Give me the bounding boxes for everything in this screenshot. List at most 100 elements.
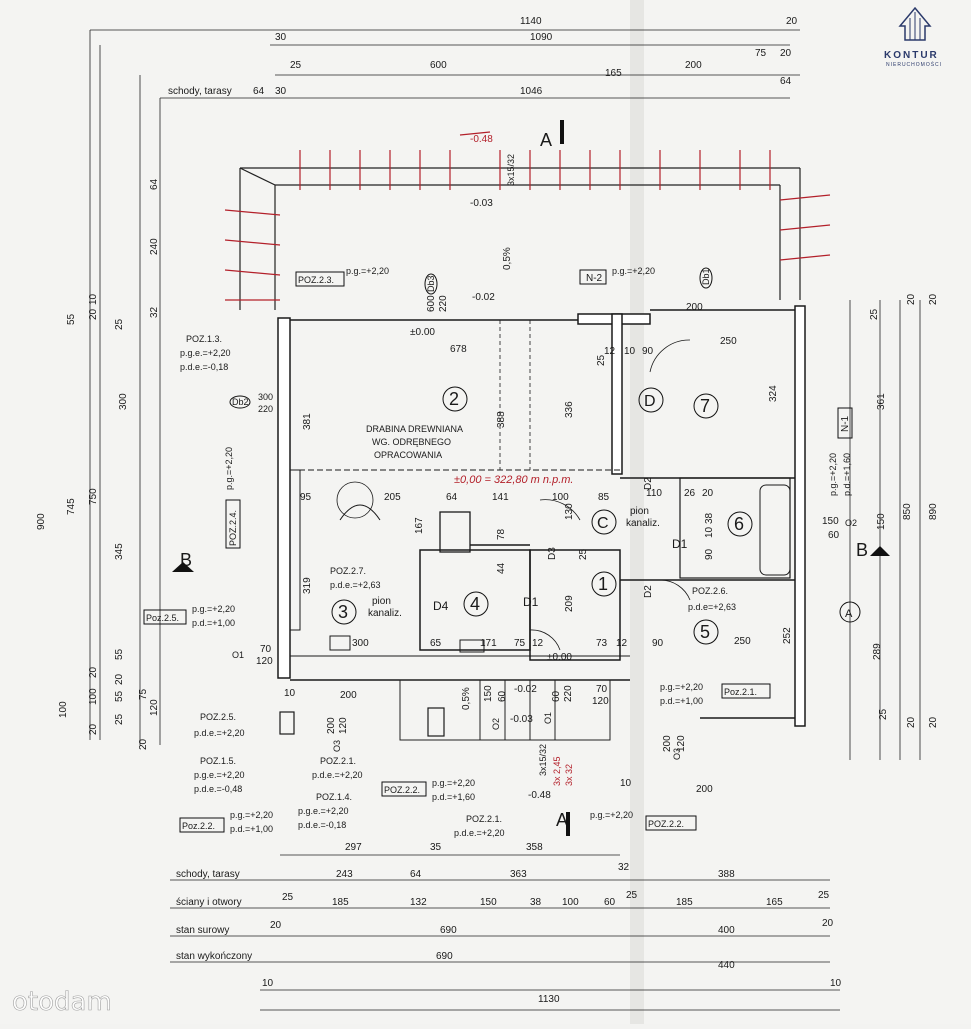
row1-label: schody, tarasy [176,869,240,880]
bdim-35: 35 [430,842,442,853]
window-O1b: O1 [543,712,553,724]
poz21a-pde: p.d.e.=+2,20 [312,770,363,780]
top-dimension-lines [89,29,800,745]
walls [277,305,806,737]
poz22a-pg: p.g.=+2,20 [230,810,273,820]
window-O1: O1 [232,650,244,660]
idim-319: 319 [302,577,313,594]
door-D3: D3 [547,547,558,560]
idim-252: 252 [782,627,793,644]
note-kanaliz-1: kanaliz. [368,608,402,619]
dim-v20: 20 [88,308,99,320]
dim-v25b: 25 [114,713,125,725]
idim-120c: 120 [338,717,349,734]
poz26-tag: POZ.2.6. [692,586,728,596]
idim-250b: 250 [734,636,751,647]
poz22c-tag: POZ.2.2. [648,819,684,829]
idim-38: 38 [704,512,715,524]
row2-label: ściany i otwory [176,897,242,908]
room-3-label: 3 [338,602,348,622]
note-drabina-3: OPRACOWANIA [374,450,442,460]
dim-25: 25 [290,60,302,71]
room-2-label: 2 [449,389,459,409]
poz25-pg: p.g.=+2,20 [192,604,235,614]
idim-171: 171 [480,638,497,649]
poz25b-pde: p.d.e.=+2,20 [194,728,245,738]
idim-110: 110 [646,488,662,499]
idim-100: 100 [552,492,569,503]
dim-v32: 32 [149,306,160,318]
idim-200-top: 200 [686,302,703,313]
window-Db2: Db2 [232,397,249,407]
level-minus002-top: -0.02 [472,292,495,303]
row1-363: 363 [510,869,527,880]
idim-150b: 150 [822,516,839,527]
window-O2b: O2 [491,718,501,730]
idim-90c: 90 [652,638,664,649]
poz233-tag: POZ.2.3. [298,275,334,285]
idim-25a: 25 [578,548,589,560]
idim-65: 65 [430,638,442,649]
dim-20b: 20 [780,48,792,59]
row1-32: 32 [618,862,630,873]
idim-26: 26 [684,488,696,499]
row3-label: stan surowy [176,925,229,936]
poz14-pde: p.d.e.=-0,18 [298,820,346,830]
level-minus003-b: -0.03 [510,714,533,725]
poz22b-pd: p.d.=+1,60 [432,792,475,802]
idim-120b: 120 [592,696,609,707]
level-minus002-b: -0.02 [514,684,537,695]
dim-v20b: 20 [88,666,99,678]
row4-690: 690 [436,951,453,962]
poz14-tag: POZ.1.4. [316,792,352,802]
dim-v745: 745 [66,498,77,515]
idim-12c: 12 [616,638,628,649]
idim-73: 73 [596,638,608,649]
idim-70a: 70 [260,644,272,655]
idim-60c: 60 [828,530,840,541]
dim-v64: 64 [149,178,160,190]
bdim-358: 358 [526,842,543,853]
row3-690: 690 [440,925,457,936]
door-D2b: D2 [643,585,654,598]
poz13-pge: p.g.e.=+2,20 [180,348,231,358]
idim-60b: 60 [551,690,562,702]
dim-r150: 150 [876,513,887,530]
door-D2: D2 [643,477,654,490]
idim-336: 336 [564,401,575,418]
dim-v300: 300 [118,393,129,410]
poz15-pde: p.d.e.=-0,48 [194,784,242,794]
idim-220b: 220 [438,295,449,312]
marker-C: C [597,515,609,532]
poz15-tag: POZ.1.5. [200,756,236,766]
door-D4: D4 [433,599,449,613]
note-drabina-1: DRABINA DREWNIANA [366,424,463,434]
dim-64b: 64 [780,76,792,87]
dim-30b: 30 [275,86,287,97]
poz24-pg: p.g.=+2,20 [224,447,234,490]
poz26-pde: p.d.e=+2,63 [688,602,736,612]
dim-v100b: 100 [88,688,99,705]
section-marker-A-top: A [540,130,552,150]
idim-90a: 90 [642,346,654,357]
poz233-pg: p.g.=+2,20 [346,266,389,276]
note-red-level: ±0,00 = 322,80 m n.p.m. [454,474,573,486]
row3-20a: 20 [270,920,282,931]
window-N2: N-2 [586,273,603,284]
dim-v75: 75 [138,688,149,700]
window-O3: O3 [332,740,342,752]
row3-400: 400 [718,925,735,936]
row2-25a: 25 [282,892,294,903]
row2-25b: 25 [626,890,638,901]
idim-209: 209 [564,595,575,612]
dim-v100a: 100 [58,701,69,718]
row5-10b: 10 [830,978,842,989]
section-marker-B-right: B [856,540,868,560]
poz21c-tag: Poz.2.1. [724,687,757,697]
idim-70b: 70 [596,684,608,695]
row2-60: 60 [604,897,616,908]
dim-1140: 1140 [520,16,542,27]
row2-185a: 185 [332,897,349,908]
dim-600: 600 [430,60,447,71]
